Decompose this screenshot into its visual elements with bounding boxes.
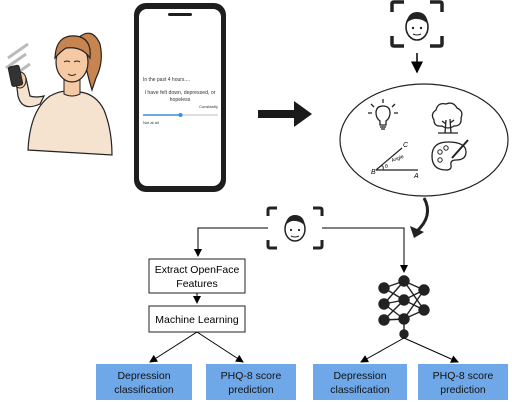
right-out2-line1: PHQ-8 score xyxy=(433,370,494,382)
vertex-b-label: B xyxy=(371,169,376,176)
survey-prompt: In the past 4 hours.... xyxy=(143,77,190,83)
task-ellipse xyxy=(339,83,509,197)
phone-speaker xyxy=(168,13,192,16)
lightbulb-icon xyxy=(368,99,398,130)
left-out2-line2: prediction xyxy=(228,384,274,396)
left-out1-line2: classification xyxy=(114,384,174,396)
angle-label: Angle xyxy=(391,154,405,164)
survey-question-line2: hopeless xyxy=(170,97,191,103)
right-depression-classification-box xyxy=(313,364,407,400)
big-right-arrow xyxy=(258,101,312,127)
extract-openface-line2: Features xyxy=(176,278,217,290)
arrow-to-right-out1 xyxy=(360,337,405,363)
slider-thumb[interactable] xyxy=(178,113,183,117)
machine-learning-box xyxy=(148,305,246,333)
right-out1-line2: classification xyxy=(330,384,390,396)
tree-icon xyxy=(431,102,463,134)
arrow-to-left-out1 xyxy=(149,331,198,363)
connector-right-branch xyxy=(322,227,408,273)
left-out2-line1: PHQ-8 score xyxy=(221,370,282,382)
right-phq8-box xyxy=(418,364,508,400)
scale-low-label: Not at all xyxy=(143,120,159,125)
machine-learning-label: Machine Learning xyxy=(155,314,239,326)
arrow-to-left-out2 xyxy=(196,331,244,363)
scale-high-label: Constantly xyxy=(199,104,218,109)
connector-left-branch xyxy=(194,227,268,257)
face-scan-icon xyxy=(390,0,444,48)
phone-mockup: In the past 4 hours.... I have felt down… xyxy=(134,3,226,192)
left-out1-line1: Depression xyxy=(117,370,170,382)
vertex-c-label: C xyxy=(403,142,409,149)
left-phq8-box xyxy=(206,364,296,400)
face-scan-icon-small xyxy=(266,206,324,250)
neural-network-icon xyxy=(378,275,430,339)
angle-sketch: B C A θ Angle xyxy=(371,142,419,180)
vertex-a-label: A xyxy=(413,173,419,180)
extract-openface-line1: Extract OpenFace xyxy=(155,264,240,276)
handheld-phone-icon xyxy=(7,64,24,87)
curved-arrow xyxy=(414,197,430,234)
arrow-to-right-out2 xyxy=(403,337,459,363)
right-out1-line1: Depression xyxy=(333,370,386,382)
right-out2-line2: prediction xyxy=(440,384,486,396)
survey-question-line1: I have felt down, depressed, or xyxy=(145,90,216,96)
person-illustration xyxy=(5,32,113,156)
phone-screen xyxy=(139,9,221,186)
theta-label: θ xyxy=(385,164,388,170)
palette-icon xyxy=(431,139,469,171)
left-depression-classification-box xyxy=(96,364,192,400)
